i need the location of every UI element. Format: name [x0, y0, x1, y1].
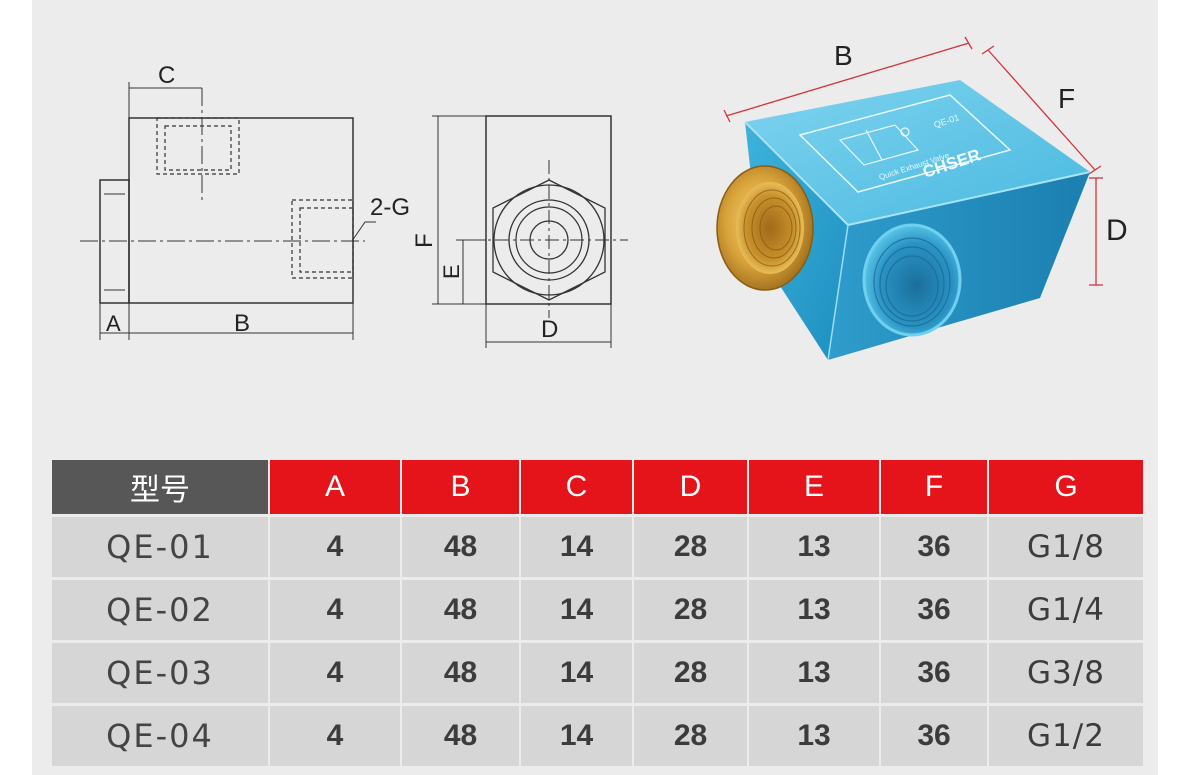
front-view-drawing — [432, 115, 628, 348]
table-row: QE-01 4 48 14 28 13 36 G1/8 — [52, 517, 1143, 577]
header-g: G — [989, 460, 1143, 514]
header-model: 型号 — [52, 460, 268, 514]
front-label-f: F — [411, 233, 438, 248]
cell-f: 36 — [881, 706, 987, 766]
cell-model: QE-02 — [52, 580, 268, 640]
side-label-c: C — [158, 62, 175, 89]
cell-c: 14 — [521, 580, 632, 640]
front-label-d: D — [541, 316, 558, 343]
side-label-a: A — [106, 311, 121, 336]
cell-d: 28 — [634, 643, 747, 703]
header-d: D — [634, 460, 747, 514]
side-label-g: 2-G — [370, 194, 410, 221]
cell-d: 28 — [634, 517, 747, 577]
cell-a: 4 — [270, 706, 400, 766]
cell-b: 48 — [402, 580, 519, 640]
cell-d: 28 — [634, 580, 747, 640]
dimension-drawings: C 2-G A B F E D — [80, 36, 1128, 361]
side-label-b: B — [234, 310, 250, 337]
table-row: QE-04 4 48 14 28 13 36 G1/2 — [52, 706, 1143, 766]
cell-a: 4 — [270, 517, 400, 577]
cell-model: QE-04 — [52, 706, 268, 766]
cell-model: QE-01 — [52, 517, 268, 577]
cell-g: G3/8 — [989, 643, 1143, 703]
header-f: F — [881, 460, 987, 514]
cell-a: 4 — [270, 643, 400, 703]
cell-f: 36 — [881, 517, 987, 577]
cell-g: G1/2 — [989, 706, 1143, 766]
brass-fitting — [716, 165, 814, 291]
cell-e: 13 — [749, 580, 879, 640]
spec-table: 型号 A B C D E F G QE-01 4 48 14 28 13 36 … — [50, 457, 1145, 769]
cell-c: 14 — [521, 517, 632, 577]
cell-f: 36 — [881, 643, 987, 703]
header-a: A — [270, 460, 400, 514]
side-view-drawing — [80, 82, 376, 340]
table-row: QE-02 4 48 14 28 13 36 G1/4 — [52, 580, 1143, 640]
header-e: E — [749, 460, 879, 514]
cell-e: 13 — [749, 706, 879, 766]
nameplate — [798, 94, 1012, 193]
photo-label-b: B — [834, 40, 853, 71]
cell-e: 13 — [749, 643, 879, 703]
cell-c: 14 — [521, 643, 632, 703]
cell-b: 48 — [402, 706, 519, 766]
header-b: B — [402, 460, 519, 514]
cell-g: G1/8 — [989, 517, 1143, 577]
photo-label-d: D — [1106, 214, 1128, 247]
cell-g: G1/4 — [989, 580, 1143, 640]
product-photo: CHSER Quick Exhaust Valve QE-01 — [716, 36, 1103, 361]
cell-model: QE-03 — [52, 643, 268, 703]
cell-d: 28 — [634, 706, 747, 766]
photo-label-f: F — [1058, 83, 1075, 114]
header-c: C — [521, 460, 632, 514]
cell-b: 48 — [402, 643, 519, 703]
cell-b: 48 — [402, 517, 519, 577]
table-row: QE-03 4 48 14 28 13 36 G3/8 — [52, 643, 1143, 703]
cell-a: 4 — [270, 580, 400, 640]
cell-f: 36 — [881, 580, 987, 640]
cell-c: 14 — [521, 706, 632, 766]
table-header-row: 型号 A B C D E F G — [52, 460, 1143, 514]
front-label-e: E — [439, 264, 464, 279]
valve-symbol-icon — [838, 124, 920, 166]
cell-e: 13 — [749, 517, 879, 577]
